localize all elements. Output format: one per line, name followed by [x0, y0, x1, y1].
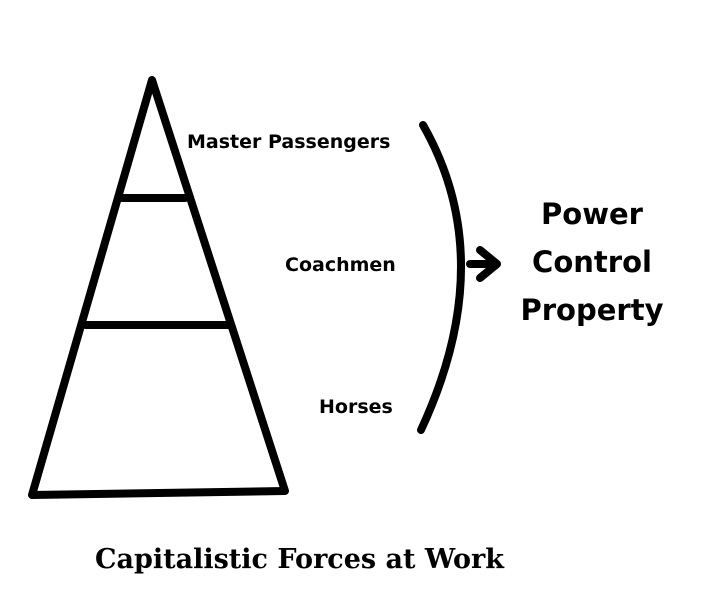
outcome-control: Control [532, 245, 652, 279]
level-label-bottom: Horses [319, 396, 393, 418]
outcome-property: Property [520, 293, 664, 327]
pyramid-outline [28, 76, 289, 499]
arrow-icon [466, 246, 501, 282]
outcomes-list: Power Control Property [512, 190, 672, 334]
diagram-title: Capitalistic Forces at Work [95, 544, 504, 575]
outcome-power: Power [541, 197, 643, 231]
level-label-middle: Coachmen [285, 254, 396, 276]
level-label-top: Master Passengers [187, 131, 391, 153]
bracket-curve [417, 121, 465, 434]
